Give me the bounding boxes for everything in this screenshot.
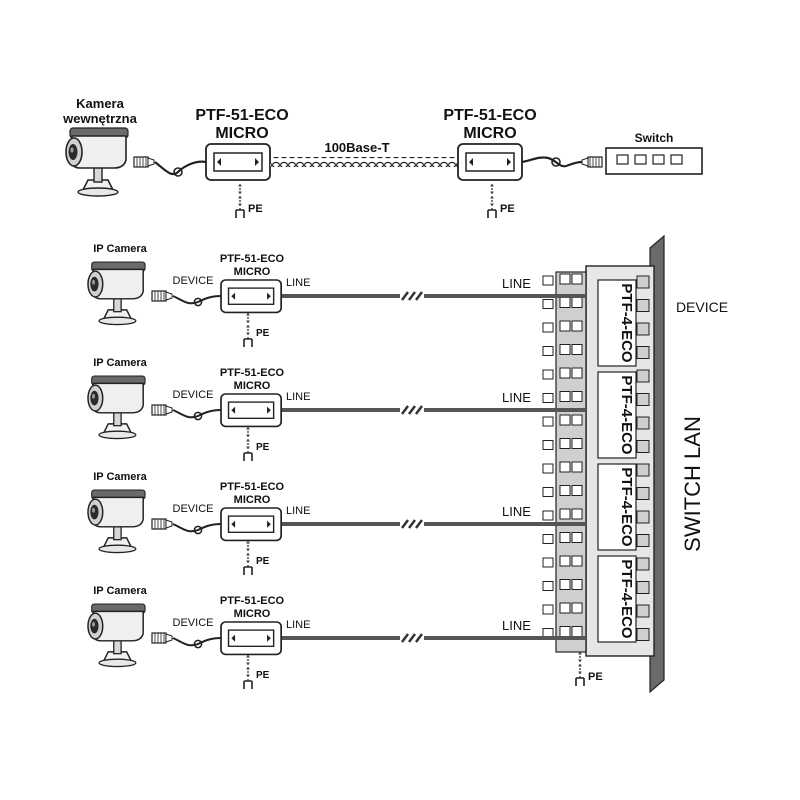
protector-right-sublabel: MICRO: [463, 125, 516, 142]
ground-terminal-icon: [487, 183, 497, 219]
patch-cable: [521, 156, 583, 168]
switch-lan-label: SWITCH LAN: [680, 416, 705, 552]
device-label: DEVICE: [173, 503, 214, 515]
camera-label: IP Camera: [93, 243, 147, 255]
ptf-4-eco-module: [597, 463, 637, 551]
ptf-4-eco-module: [597, 371, 637, 459]
protector-left-sublabel: MICRO: [215, 125, 268, 142]
ground-terminal-icon: [243, 426, 253, 462]
ground-terminal-icon: [235, 183, 245, 219]
ptf-4-eco-module: [597, 555, 637, 643]
ground-terminal-icon: [575, 651, 585, 687]
switch-icon: [605, 147, 703, 175]
protector-sublabel: MICRO: [234, 266, 271, 278]
module-label: PTF-4-ECO: [618, 559, 635, 639]
top-section: Kamera wewnętrzna PTF-51-ECO MICRO PE 10…: [62, 96, 703, 219]
patch-cable: [154, 160, 207, 176]
protector-label: PTF-51-ECO: [220, 595, 285, 607]
twisted-pair-cable: [270, 157, 458, 167]
patch-cable: [172, 523, 222, 533]
camera-icon: [87, 603, 146, 668]
rj45-plug-icon: [151, 404, 173, 416]
far-line-label: LINE: [502, 504, 531, 519]
device-side-label: DEVICE: [676, 299, 728, 315]
switch-label: Switch: [635, 131, 674, 145]
protector-sublabel: MICRO: [234, 380, 271, 392]
protector-sublabel: MICRO: [234, 494, 271, 506]
rj45-plug-icon: [151, 518, 173, 530]
device-label: DEVICE: [173, 617, 214, 629]
pe-label: PE: [256, 556, 270, 567]
line-label: LINE: [286, 619, 310, 631]
camera-icon: [87, 375, 146, 440]
ground-terminal-icon: [243, 654, 253, 690]
far-line-label: LINE: [502, 618, 531, 633]
patch-cable: [172, 637, 222, 647]
patch-cable: [172, 295, 222, 305]
rj45-plug-icon: [133, 156, 155, 168]
rj45-plug-icon: [151, 632, 173, 644]
module-label: PTF-4-ECO: [618, 467, 635, 547]
camera-icon: [87, 261, 146, 326]
pe-label: PE: [256, 442, 270, 453]
patch-panel-icon: PTF-4-ECO PTF-4-ECO PTF-4-ECO PTF-4-ECO PE: [542, 234, 665, 694]
protector-label: PTF-51-ECO: [220, 481, 285, 493]
pe-label: PE: [500, 203, 515, 215]
device-label: DEVICE: [173, 389, 214, 401]
protector-right-label: PTF-51-ECO: [443, 107, 536, 124]
protector: [220, 279, 283, 314]
far-line-label: LINE: [502, 276, 531, 291]
ground-terminal-icon: [243, 540, 253, 576]
line-label: LINE: [286, 391, 310, 403]
protector: [220, 621, 283, 656]
link-label: 100Base-T: [324, 140, 389, 155]
ptf-4-eco-module: [597, 279, 637, 367]
protector-left: [205, 143, 271, 181]
pe-label: PE: [256, 328, 270, 339]
camera-label: IP Camera: [93, 585, 147, 597]
rj45-plug-icon: [151, 290, 173, 302]
pe-label: PE: [256, 670, 270, 681]
protector-sublabel: MICRO: [234, 608, 271, 620]
far-line-label: LINE: [502, 390, 531, 405]
line-label: LINE: [286, 277, 310, 289]
protector: [220, 393, 283, 428]
line-label: LINE: [286, 505, 310, 517]
patch-cable: [172, 409, 222, 419]
rj45-plug-icon: [581, 156, 603, 168]
camera-label: Kamera: [76, 96, 124, 111]
device-label: DEVICE: [173, 275, 214, 287]
module-label: PTF-4-ECO: [618, 283, 635, 363]
protector-left-label: PTF-51-ECO: [195, 107, 288, 124]
camera-label-line2: wewnętrzna: [62, 111, 137, 126]
protector-right: [457, 143, 523, 181]
camera-icon: [65, 127, 129, 197]
module-label: PTF-4-ECO: [618, 375, 635, 455]
protector-label: PTF-51-ECO: [220, 367, 285, 379]
pe-label: PE: [248, 203, 263, 215]
pe-label: PE: [588, 671, 603, 683]
protector-label: PTF-51-ECO: [220, 253, 285, 265]
camera-label: IP Camera: [93, 471, 147, 483]
protector: [220, 507, 283, 542]
ground-terminal-icon: [243, 312, 253, 348]
camera-label: IP Camera: [93, 357, 147, 369]
camera-icon: [87, 489, 146, 554]
